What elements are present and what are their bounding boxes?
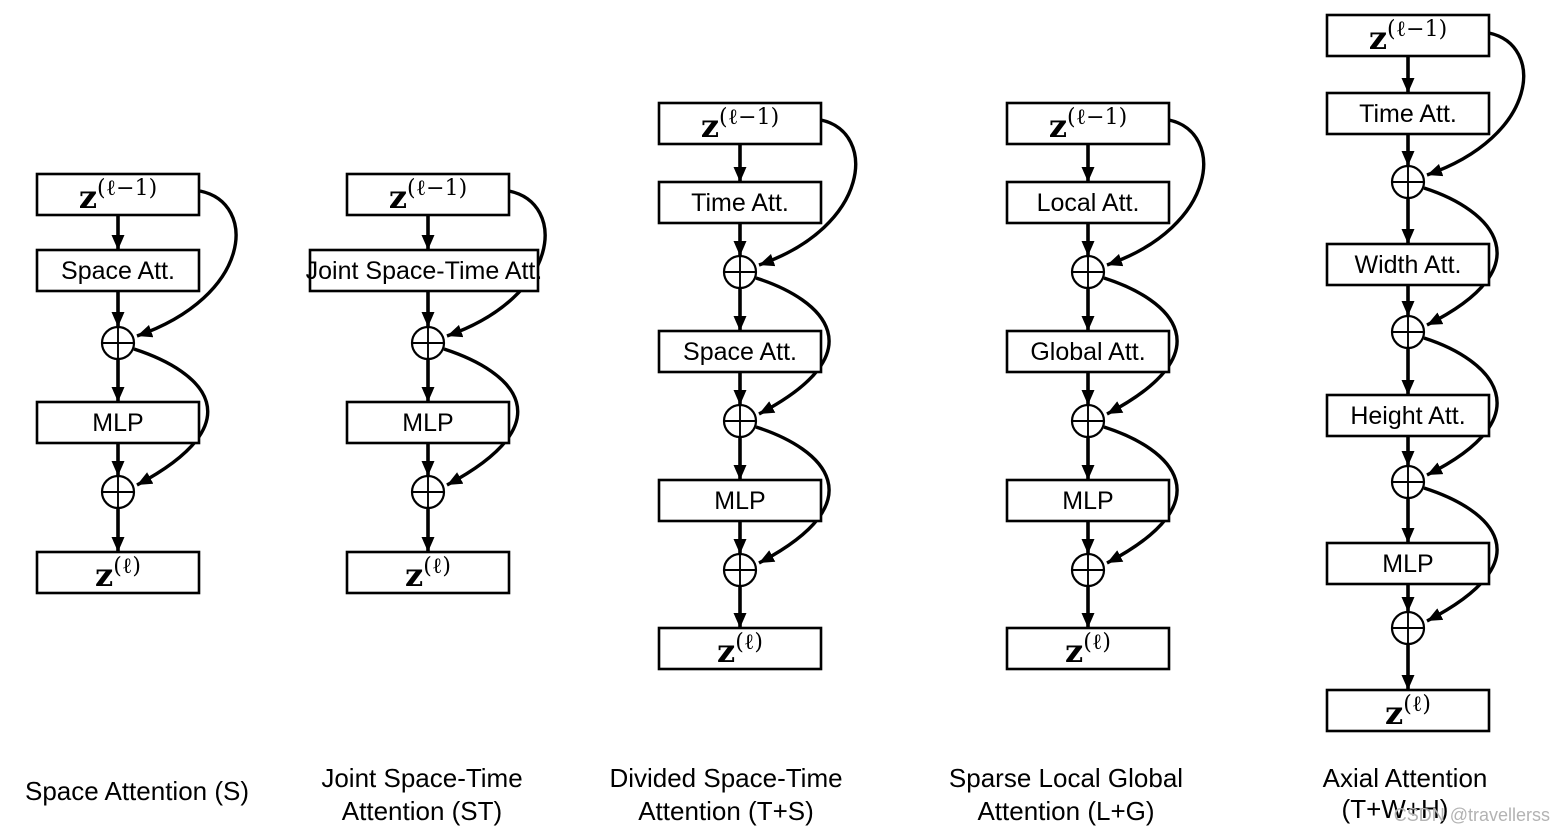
caption-axial-attention: Axial Attention xyxy=(1323,763,1488,793)
block-label: Space Att. xyxy=(683,338,797,366)
block-label: MLP xyxy=(1382,550,1433,578)
block-label: Joint Space-Time Att. xyxy=(306,257,543,285)
sum-icon xyxy=(1390,314,1426,350)
residual-arrow xyxy=(1106,118,1206,267)
block-label: Space Att. xyxy=(61,257,175,285)
sum-icon xyxy=(1070,254,1106,290)
mlp-box xyxy=(345,400,511,445)
global-attention-box xyxy=(1005,329,1171,374)
mlp-box xyxy=(1325,541,1491,586)
column-space-attention: z(ℓ−1) Space Att. MLP z(ℓ) Space Attenti… xyxy=(25,172,249,806)
watermark: CSDN @travellerss xyxy=(1394,805,1550,825)
block-label: MLP xyxy=(1062,487,1113,515)
residual-arrow xyxy=(755,425,831,565)
mlp-box xyxy=(1005,478,1171,523)
input-box xyxy=(35,172,201,217)
output-box xyxy=(1005,626,1171,671)
residual-arrow xyxy=(1423,486,1499,623)
block-label: Local Att. xyxy=(1037,189,1140,217)
caption-divided-space-time: Attention (T+S) xyxy=(638,796,814,826)
block-label: Global Att. xyxy=(1030,338,1145,366)
width-attention-box xyxy=(1325,242,1491,287)
column-axial-attention: z(ℓ−1) Time Att. Width Att. Height Att. … xyxy=(1323,13,1526,824)
input-tensor-label: z(ℓ−1) xyxy=(389,176,467,216)
space-attention-box xyxy=(35,248,201,293)
output-tensor-label: z(ℓ) xyxy=(717,630,763,670)
output-tensor-label: z(ℓ) xyxy=(1385,692,1431,732)
block-label: Width Att. xyxy=(1355,251,1462,279)
caption-sparse-local-global: Sparse Local Global xyxy=(949,763,1183,793)
residual-arrow xyxy=(1423,186,1499,327)
caption-joint-space-time: Joint Space-Time xyxy=(321,763,522,793)
output-box xyxy=(35,550,201,595)
mlp-box xyxy=(657,478,823,523)
residual-arrow xyxy=(1103,276,1179,416)
sum-icon xyxy=(410,325,446,361)
input-box xyxy=(657,101,823,146)
sum-icon xyxy=(722,403,758,439)
column-sparse-local-global: z(ℓ−1) Local Att. Global Att. MLP z(ℓ) S… xyxy=(949,101,1206,826)
input-box xyxy=(1325,13,1491,58)
input-tensor-label: z(ℓ−1) xyxy=(1369,17,1447,57)
caption-space-attention: Space Attention (S) xyxy=(25,776,249,806)
block-label: Height Att. xyxy=(1350,402,1465,430)
residual-arrow xyxy=(1423,336,1499,477)
caption-divided-space-time: Divided Space-Time xyxy=(609,763,842,793)
sum-icon xyxy=(722,254,758,290)
residual-arrow xyxy=(1103,425,1179,565)
sum-icon xyxy=(722,552,758,588)
sum-icon xyxy=(1390,464,1426,500)
output-tensor-label: z(ℓ) xyxy=(1065,630,1111,670)
block-label: MLP xyxy=(92,409,143,437)
sum-icon xyxy=(1070,403,1106,439)
time-attention-box xyxy=(657,180,823,225)
block-label: MLP xyxy=(714,487,765,515)
residual-arrow xyxy=(755,276,831,416)
output-box xyxy=(345,550,511,595)
residual-arrow xyxy=(758,118,858,267)
block-label: Time Att. xyxy=(691,189,789,217)
residual-arrow xyxy=(446,189,547,338)
output-box xyxy=(657,626,823,671)
height-attention-box xyxy=(1325,393,1491,438)
column-divided-space-time: z(ℓ−1) Time Att. Space Att. MLP z(ℓ) Div… xyxy=(609,101,858,826)
sum-icon xyxy=(410,474,446,510)
sum-icon xyxy=(1390,610,1426,646)
sum-icon xyxy=(1390,164,1426,200)
sum-icon xyxy=(1070,552,1106,588)
mlp-box xyxy=(35,400,201,445)
sum-icon xyxy=(100,325,136,361)
residual-arrow xyxy=(443,347,520,487)
output-box xyxy=(1325,688,1491,733)
output-tensor-label: z(ℓ) xyxy=(405,554,451,594)
block-label: Time Att. xyxy=(1359,100,1457,128)
input-tensor-label: z(ℓ−1) xyxy=(79,176,157,216)
input-tensor-label: z(ℓ−1) xyxy=(1049,105,1127,145)
space-attention-box xyxy=(657,329,823,374)
input-box xyxy=(345,172,511,217)
column-joint-space-time: z(ℓ−1) Joint Space-Time Att. MLP z(ℓ) Jo… xyxy=(306,172,547,826)
residual-arrow xyxy=(133,347,210,487)
residual-arrow xyxy=(1426,31,1526,177)
input-box xyxy=(1005,101,1171,146)
input-tensor-label: z(ℓ−1) xyxy=(701,105,779,145)
caption-sparse-local-global: Attention (L+G) xyxy=(977,796,1154,826)
time-attention-box xyxy=(1325,91,1491,136)
caption-joint-space-time: Attention (ST) xyxy=(342,796,502,826)
joint-space-time-attention-box xyxy=(308,248,540,293)
local-attention-box xyxy=(1005,180,1171,225)
block-label: MLP xyxy=(402,409,453,437)
residual-arrow xyxy=(136,189,238,338)
output-tensor-label: z(ℓ) xyxy=(95,554,141,594)
caption-axial-attention: (T+W+H) xyxy=(1342,794,1449,824)
sum-icon xyxy=(100,474,136,510)
